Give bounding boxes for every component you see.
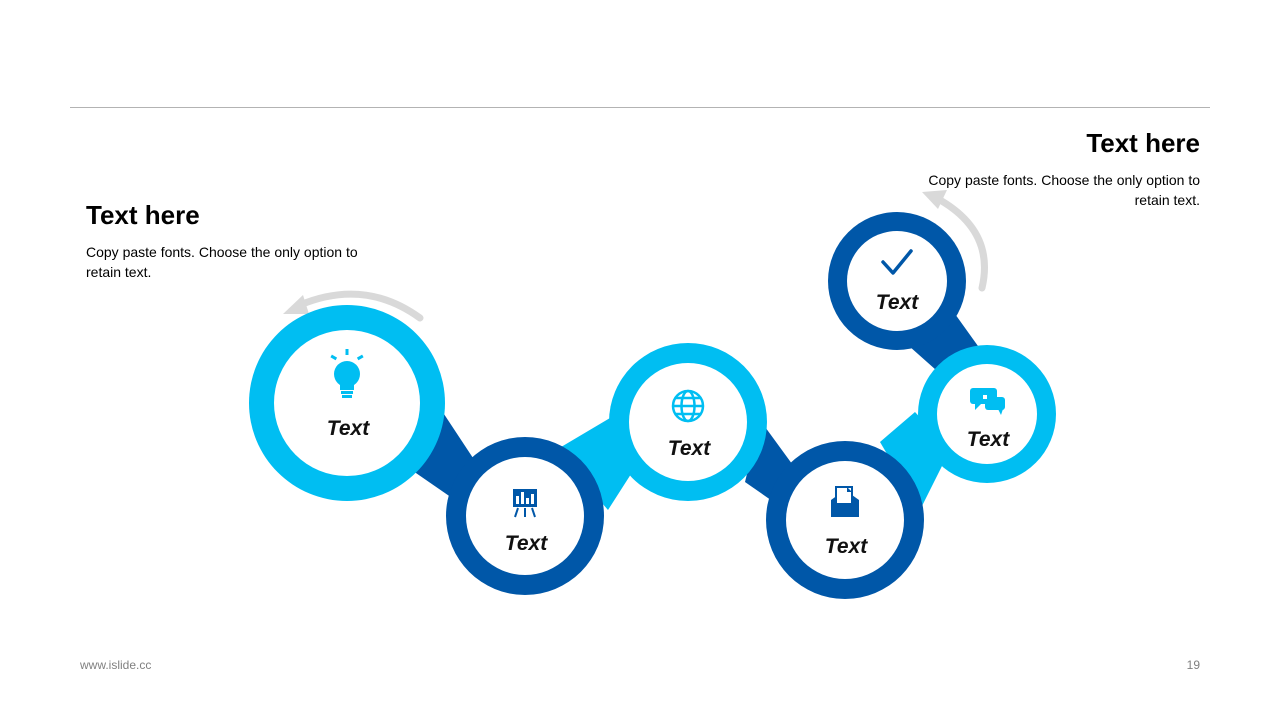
- node-4: [766, 441, 924, 599]
- right-block-title: Text here: [1086, 128, 1200, 158]
- left-curved-arrow: [283, 290, 424, 322]
- node-6: [828, 212, 966, 350]
- left-block-description: Copy paste fonts. Choose the only option…: [86, 244, 358, 280]
- mail-open-icon: [831, 486, 859, 517]
- node-1: [249, 305, 445, 501]
- checkmark-icon: [881, 249, 913, 275]
- chat-bubbles-icon: [970, 388, 1005, 415]
- node-1-label: Text: [327, 417, 370, 440]
- left-block-title: Text here: [86, 200, 200, 230]
- presentation-chart-icon: [513, 489, 537, 518]
- node-5-label: Text: [967, 428, 1010, 451]
- node-4-label: Text: [825, 535, 868, 558]
- node-3-label: Text: [668, 437, 711, 460]
- right-text-block: Text here Copy paste fonts. Choose the o…: [910, 126, 1200, 210]
- right-curved-arrow: [922, 190, 988, 292]
- left-text-block: Text here Copy paste fonts. Choose the o…: [86, 198, 376, 282]
- top-divider: [70, 107, 1210, 108]
- page-number: 19: [1186, 658, 1200, 672]
- footer-url: www.islide.cc: [80, 658, 152, 672]
- globe-icon: [671, 389, 705, 423]
- node-5: [918, 345, 1056, 483]
- right-block-description: Copy paste fonts. Choose the only option…: [928, 172, 1200, 208]
- node-6-label: Text: [876, 291, 919, 314]
- node-2-label: Text: [505, 532, 548, 555]
- lightbulb-icon: [330, 349, 364, 398]
